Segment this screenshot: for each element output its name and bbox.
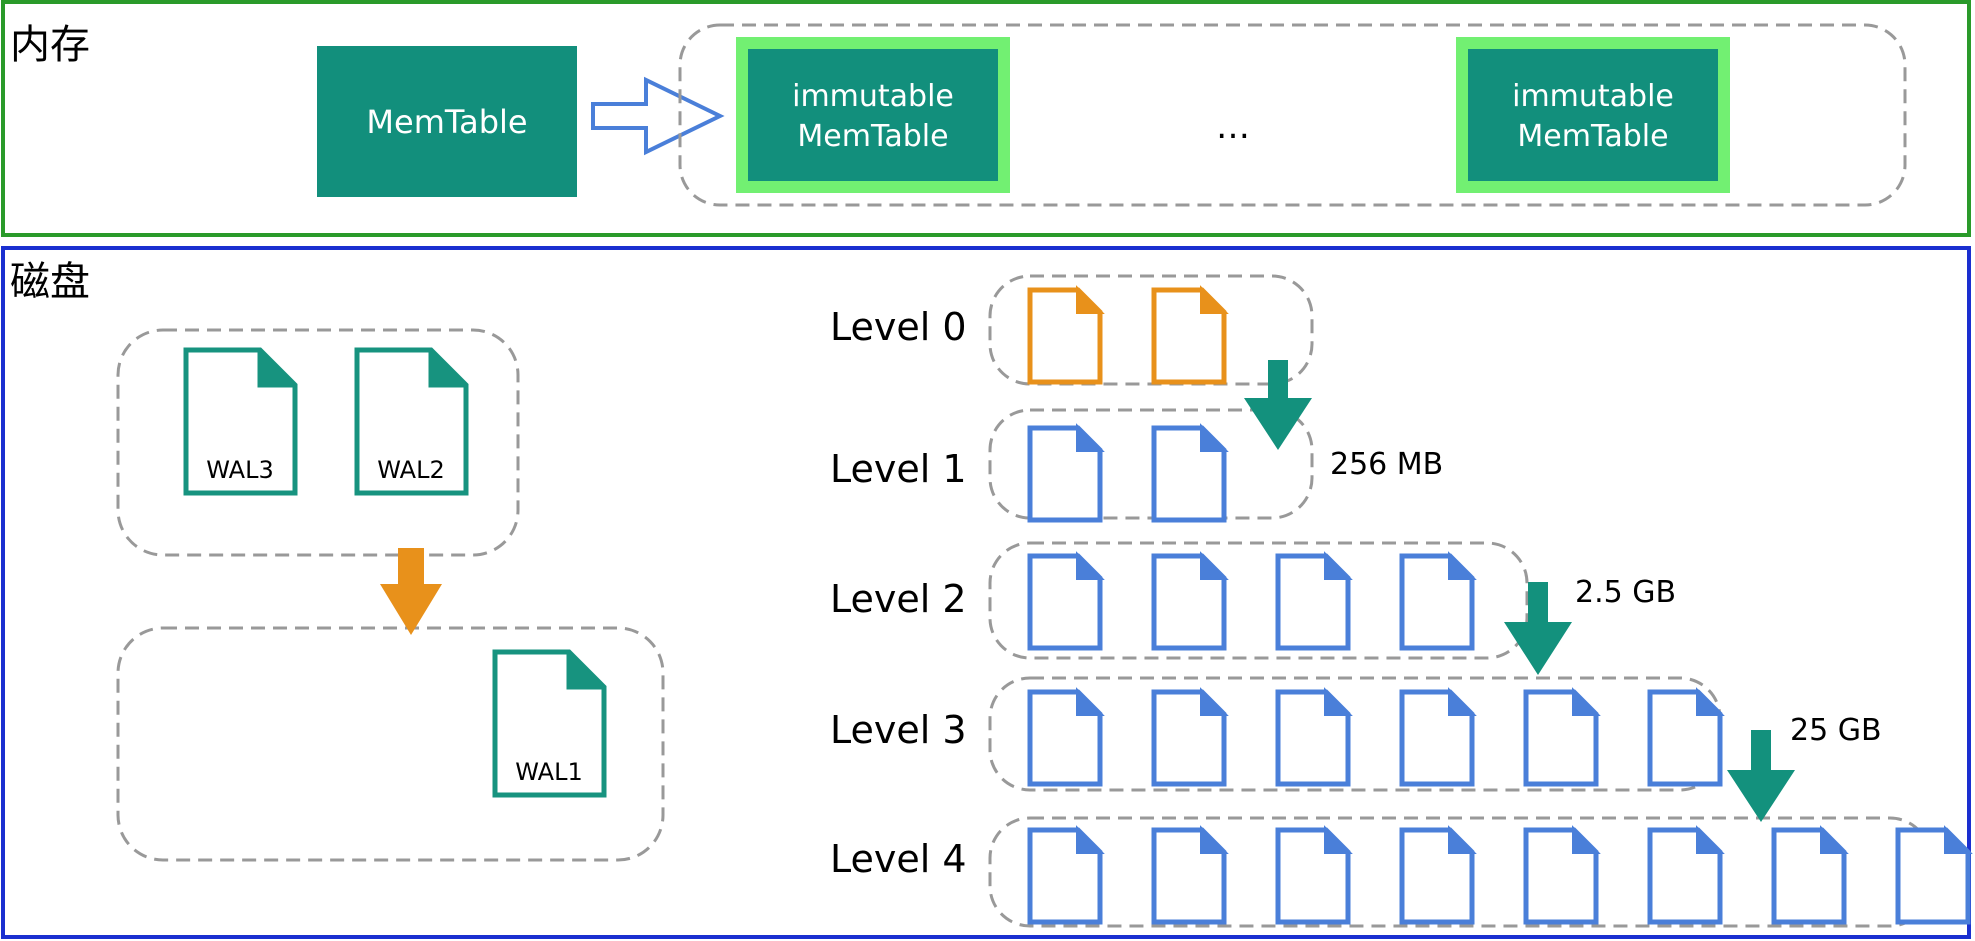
level-label: Level 1 — [830, 447, 967, 491]
level-size-label: 25 GB — [1790, 713, 1882, 748]
immutable-label-line2: MemTable — [1517, 119, 1668, 154]
memory-title: 内存 — [10, 22, 90, 68]
immutable-group — [678, 23, 1907, 207]
sstable-file-icon — [1275, 825, 1353, 925]
immutable-ellipsis: … — [1216, 107, 1250, 147]
sstable-file-icon — [1151, 423, 1229, 523]
level-label: Level 4 — [830, 837, 967, 881]
sstable-file-icon — [1151, 825, 1229, 925]
level-0-group — [988, 274, 1314, 386]
sstable-file-icon — [1027, 551, 1105, 651]
sstable-file-icon — [1275, 687, 1353, 787]
immutable-memtable-box — [1456, 37, 1730, 193]
sstable-file-icon — [1275, 551, 1353, 651]
sstable-file-icon — [1151, 551, 1229, 651]
compaction-arrow-icon — [1504, 582, 1572, 675]
level-label: Level 0 — [830, 305, 967, 349]
level-size-label: 2.5 GB — [1575, 575, 1676, 610]
wal-flushed-group — [116, 626, 665, 862]
wal-file-label: WAL1 — [515, 758, 582, 786]
wal-file-icon: WAL1 — [492, 649, 607, 798]
compaction-arrow-icon — [1244, 360, 1312, 450]
sstable-file-icon — [1027, 423, 1105, 523]
sstable-file-icon — [1027, 285, 1105, 385]
immutable-memtable-box — [736, 37, 1010, 193]
sstable-file-icon — [1151, 687, 1229, 787]
disk-title: 磁盘 — [10, 259, 90, 305]
sstable-file-icon — [1523, 825, 1601, 925]
sstable-file-icon — [1399, 825, 1477, 925]
flush-arrow-icon — [591, 76, 725, 156]
immutable-label-line2: MemTable — [797, 119, 948, 154]
sstable-file-icon — [1647, 825, 1725, 925]
memtable-box — [317, 46, 577, 197]
level-label: Level 3 — [830, 708, 967, 752]
wal-file-icon: WAL3 — [183, 347, 298, 496]
memory-section — [1, 0, 1971, 237]
sstable-file-icon — [1895, 825, 1973, 925]
level-2-group — [988, 541, 1529, 660]
disk-section — [1, 246, 1971, 939]
compaction-arrow-icon — [1727, 730, 1795, 822]
sstable-file-icon — [1399, 551, 1477, 651]
sstable-file-icon — [1647, 687, 1725, 787]
sstable-file-icon — [1027, 687, 1105, 787]
sstable-file-icon — [1523, 687, 1601, 787]
sstable-file-icon — [1027, 825, 1105, 925]
wal-active-group — [116, 328, 520, 557]
wal-file-icon: WAL2 — [354, 347, 469, 496]
sstable-file-icon — [1399, 687, 1477, 787]
immutable-label-line1: immutable — [1512, 79, 1674, 114]
immutable-label-line1: immutable — [792, 79, 954, 114]
wal-file-label: WAL3 — [206, 456, 273, 484]
level-label: Level 2 — [830, 577, 967, 621]
sstable-files — [1027, 285, 1973, 925]
level-1-group — [988, 408, 1314, 520]
wal-flow-arrow-icon — [380, 548, 442, 635]
sstable-file-icon — [1151, 285, 1229, 385]
level-size-label: 256 MB — [1330, 447, 1443, 482]
memtable-label: MemTable — [366, 103, 527, 141]
wal-file-label: WAL2 — [377, 456, 444, 484]
sstable-file-icon — [1771, 825, 1849, 925]
